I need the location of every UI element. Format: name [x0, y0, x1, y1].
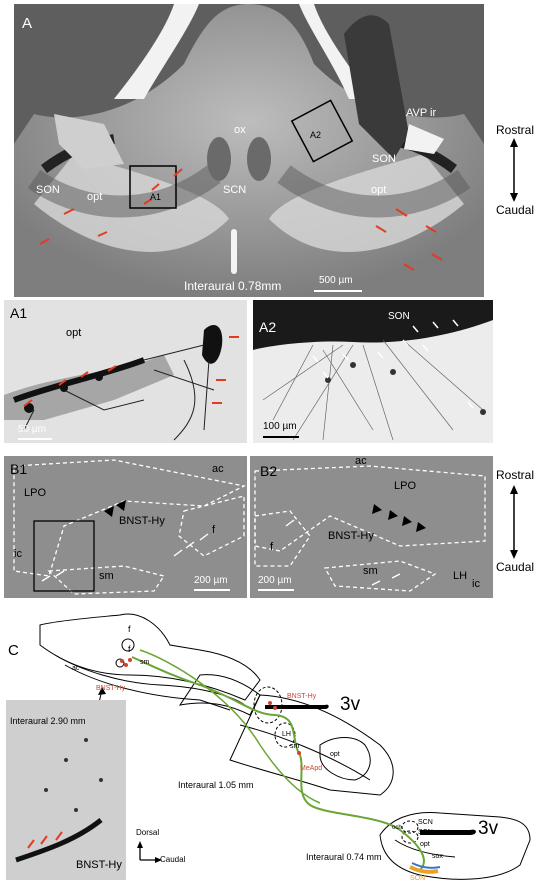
label-c-meapd: MeApd	[300, 765, 323, 772]
label-box-a2: A2	[310, 130, 322, 140]
orientation-a: Rostral Caudal	[490, 118, 550, 228]
label-c-opt: opt	[330, 751, 340, 758]
label-b2-bnst: BNST-Hy	[328, 530, 374, 542]
label-b2-lpo: LPO	[394, 480, 417, 492]
label-a2-son: SON	[388, 311, 410, 322]
panel-b2-micrograph: B2 ac LPO BNST-Hy f sm LH ic 200 µm	[250, 456, 493, 598]
label-c-interaural1: Interaural 2.90 mm	[10, 716, 86, 726]
label-opt-right: opt	[371, 184, 387, 196]
label-b1-sm: sm	[99, 570, 114, 582]
orientation-b: Rostral Caudal	[490, 463, 550, 583]
panel-a1-letter: A1	[10, 305, 28, 321]
label-son-left: SON	[36, 184, 60, 196]
label-c-f-top: f	[128, 624, 131, 634]
scalebar-b1	[194, 589, 230, 591]
red-arrows-left	[39, 168, 183, 245]
panel-c-diagram: BNST-Hy C f f sm ac BNST-Hy Interaural 2…	[0, 605, 550, 885]
label-c-och: och	[392, 825, 402, 831]
panel-a2-micrograph: A2 SON 100 µm	[253, 300, 493, 443]
panel-b2-letter: B2	[260, 463, 278, 479]
orient-a-rostral: Rostral	[496, 123, 535, 137]
double-arrow-icon	[510, 138, 518, 202]
box-a1	[129, 165, 177, 209]
double-arrow-icon	[510, 485, 518, 559]
interaural-a: Interaural 0.78mm	[184, 279, 282, 293]
panel-b1-letter: B1	[10, 461, 28, 477]
orient-b-rostral: Rostral	[496, 468, 535, 482]
scalebar-b2-label: 200 µm	[258, 575, 292, 586]
label-b2-sm: sm	[363, 565, 378, 577]
panel-a1-image	[4, 300, 247, 443]
panel-a2-image	[253, 300, 493, 443]
panel-a-letter: A	[22, 15, 33, 32]
label-c-sm2: sm	[290, 743, 300, 750]
label-c-lh: LH	[282, 731, 291, 738]
scalebar-b2	[258, 589, 294, 591]
label-c-interaural2: Interaural 1.05 mm	[178, 780, 254, 790]
projection-path	[131, 656, 425, 871]
axis-label-caudal: Caudal	[160, 855, 186, 864]
box-a2	[290, 99, 354, 163]
label-b1-f: f	[212, 524, 216, 536]
label-b2-f: f	[270, 541, 274, 553]
box-b1-inset	[33, 520, 95, 592]
axis-label-dorsal: Dorsal	[136, 828, 160, 837]
label-box-a1: A1	[150, 192, 162, 202]
scalebar-a2-label: 100 µm	[263, 421, 297, 432]
panel-a2-letter: A2	[259, 319, 277, 335]
orient-a-caudal: Caudal	[496, 203, 535, 217]
label-c-3v-right: 3v	[478, 818, 499, 839]
label-b1-ic: ic	[14, 548, 22, 560]
scalebar-a-label: 500 µm	[319, 275, 353, 286]
label-b1-ac: ac	[212, 463, 224, 475]
panel-b1-micrograph: B1 LPO ac BNST-Hy f ic sm 200 µm	[4, 456, 247, 598]
scalebar-a1	[18, 438, 52, 440]
orient-b-caudal: Caudal	[496, 560, 535, 574]
label-b2-lh: LH	[453, 570, 468, 582]
label-c-bnst-mid: BNST-Hy	[287, 693, 317, 700]
scalebar-a1-label: 50 µm	[18, 424, 46, 435]
dorsal-caudal-axis-icon	[137, 841, 162, 863]
label-c-f-top2: f	[128, 644, 131, 654]
label-opt-left: opt	[87, 191, 103, 203]
panel-b1-image	[4, 456, 247, 598]
scalebar-b1-label: 200 µm	[194, 575, 228, 586]
label-b2-ic: ic	[472, 578, 480, 590]
label-scn: SCN	[223, 184, 247, 196]
label-c-interaural3: Interaural 0.74 mm	[306, 852, 382, 862]
scalebar-a	[314, 290, 362, 292]
red-arrows-right	[375, 208, 443, 271]
label-a1-opt: opt	[66, 327, 82, 339]
panel-a-image	[14, 4, 484, 297]
panel-a1-micrograph: A1 opt 50 µm	[4, 300, 247, 443]
label-c-opt2: opt	[420, 841, 430, 848]
label-c-3v-mid: 3v	[340, 694, 361, 715]
panel-c-schematic	[39, 613, 531, 880]
label-c-sm1: sm	[140, 659, 150, 666]
panel-a-micrograph: A ox SON opt SCN SON opt AVP ir A1 A2 In…	[14, 4, 484, 297]
label-c-son: SON	[410, 875, 426, 882]
label-avp-ir: AVP ir	[406, 107, 437, 119]
label-c-bnst-left: BNST-Hy	[96, 685, 126, 692]
panel-c-inset-micrograph: BNST-Hy	[6, 700, 126, 880]
label-c-sox: sox	[432, 853, 443, 860]
label-b1-lpo: LPO	[24, 487, 47, 499]
label-c-ac: ac	[72, 665, 80, 672]
scalebar-a2	[263, 436, 299, 438]
label-b1-bnst: BNST-Hy	[119, 515, 165, 527]
label-b2-ac: ac	[355, 456, 367, 467]
label-c-scn1: SCN	[418, 819, 433, 826]
label-ox: ox	[234, 124, 246, 136]
label-son-right: SON	[372, 153, 396, 165]
inset-image	[6, 700, 126, 880]
inset-label-bnst: BNST-Hy	[76, 859, 122, 871]
panel-b2-image	[250, 456, 493, 598]
panel-c-letter: C	[8, 642, 19, 659]
label-c-scn2: SCN	[418, 829, 433, 836]
